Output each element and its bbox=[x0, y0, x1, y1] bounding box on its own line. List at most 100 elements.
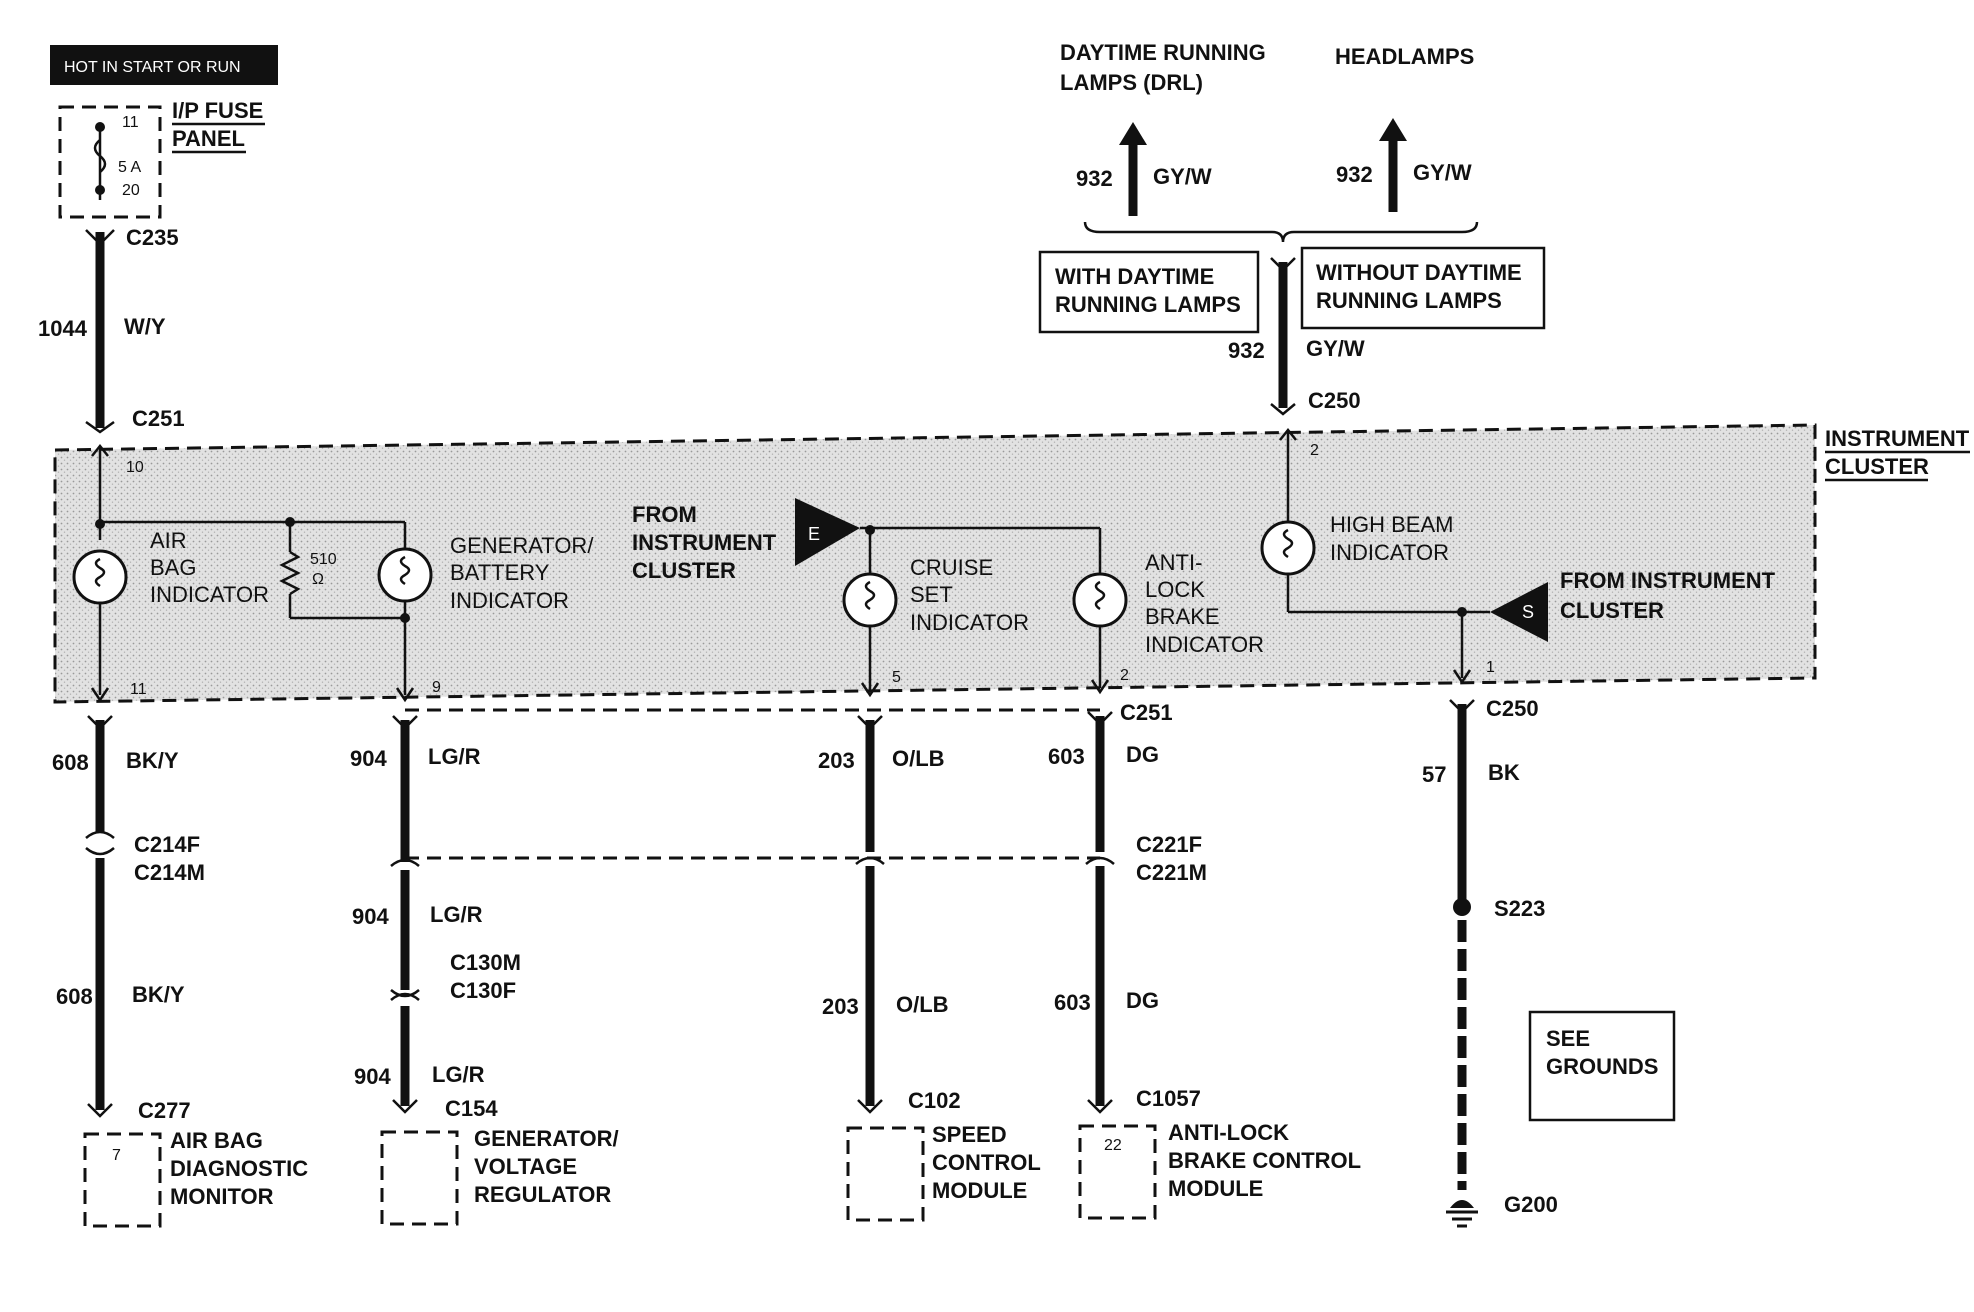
pin-2-bottom: 2 bbox=[1120, 667, 1129, 684]
wire-608-lower-color: BK/Y bbox=[132, 982, 185, 1007]
wire-904-upper-color: LG/R bbox=[428, 744, 481, 769]
abs-label-2: LOCK bbox=[1145, 577, 1205, 602]
anti-lock-brake-control-module: 22 ANTI-LOCK BRAKE CONTROL MODULE bbox=[1078, 1120, 1361, 1220]
without-drl-line-1: WITHOUT DAYTIME bbox=[1316, 260, 1522, 285]
headlamps-label: HEADLAMPS bbox=[1335, 44, 1474, 69]
c102-label: C102 bbox=[908, 1088, 961, 1113]
wire-932-main: 932 GY/W C250 bbox=[1228, 257, 1365, 416]
generator-module-3: REGULATOR bbox=[474, 1182, 611, 1207]
speed-module-2: CONTROL bbox=[932, 1150, 1041, 1175]
pin-1: 1 bbox=[1486, 659, 1495, 676]
generator-module-2: VOLTAGE bbox=[474, 1154, 577, 1179]
fuse-rating: 5 A bbox=[118, 159, 141, 176]
abs-module-3: MODULE bbox=[1168, 1176, 1263, 1201]
cruise-label-1: CRUISE bbox=[910, 555, 993, 580]
wire-603-lower-color: DG bbox=[1126, 988, 1159, 1013]
wire-932-headlamp-color: GY/W bbox=[1413, 160, 1472, 185]
hot-label: HOT IN START OR RUN bbox=[64, 59, 241, 76]
generator-label-3: INDICATOR bbox=[450, 588, 569, 613]
pin-9: 9 bbox=[432, 679, 441, 696]
wire-1044-circuit: 1044 bbox=[38, 316, 88, 341]
speed-module-3: MODULE bbox=[932, 1178, 1027, 1203]
c221m-label: C221M bbox=[1136, 860, 1207, 885]
wire-603-upper-color: DG bbox=[1126, 742, 1159, 767]
air-bag-module-1: AIR BAG bbox=[170, 1128, 263, 1153]
wire-932-drl-circuit: 932 bbox=[1076, 166, 1113, 191]
fuse-panel: 11 5 A 20 I/P FUSE PANEL bbox=[58, 98, 265, 219]
c214f-label: C214F bbox=[134, 832, 200, 857]
c130m-label: C130M bbox=[450, 950, 521, 975]
wire-904-middle-circuit: 904 bbox=[352, 904, 389, 929]
generator-module-1: GENERATOR/ bbox=[474, 1126, 619, 1151]
g200-label: G200 bbox=[1504, 1192, 1558, 1217]
wire-904-upper-circuit: 904 bbox=[350, 746, 387, 771]
see-grounds-box: SEE GROUNDS bbox=[1528, 1010, 1676, 1122]
wire-603: C251 603 DG C221F C221M 603 DG C1057 bbox=[1048, 700, 1207, 1114]
option-with-drl: WITH DAYTIME RUNNING LAMPS bbox=[1038, 250, 1260, 334]
splice-s223 bbox=[1453, 898, 1471, 916]
without-drl-line-2: RUNNING LAMPS bbox=[1316, 288, 1502, 313]
wire-608-lower-circuit: 608 bbox=[56, 984, 93, 1009]
wire-1044-color: W/Y bbox=[124, 314, 166, 339]
generator-label-2: BATTERY bbox=[450, 560, 550, 585]
wire-57-color: BK bbox=[1488, 760, 1520, 785]
air-bag-label-1: AIR bbox=[150, 528, 187, 553]
wire-203-upper-circuit: 203 bbox=[818, 748, 855, 773]
speed-module-1: SPEED bbox=[932, 1122, 1007, 1147]
abs-label-1: ANTI- bbox=[1145, 550, 1202, 575]
wire-57-circuit: 57 bbox=[1422, 762, 1446, 787]
from-cluster-s-2: CLUSTER bbox=[1560, 598, 1664, 623]
c235-label: C235 bbox=[126, 225, 179, 250]
air-bag-diagnostic-monitor: 7 AIR BAG DIAGNOSTIC MONITOR bbox=[83, 1128, 308, 1228]
wire-932-drl-color: GY/W bbox=[1153, 164, 1212, 189]
wire-932-main-circuit: 932 bbox=[1228, 338, 1265, 363]
pin-10: 10 bbox=[126, 459, 144, 476]
abs-label-4: INDICATOR bbox=[1145, 632, 1264, 657]
s-flag-letter: S bbox=[1522, 602, 1534, 622]
with-drl-line-2: RUNNING LAMPS bbox=[1055, 292, 1241, 317]
resistor-value: 510 bbox=[310, 551, 337, 568]
from-cluster-e-1: FROM bbox=[632, 502, 697, 527]
c250-top-label: C250 bbox=[1308, 388, 1361, 413]
wire-603-upper-circuit: 603 bbox=[1048, 744, 1085, 769]
generator-label-1: GENERATOR/ bbox=[450, 533, 594, 558]
wire-203: 203 O/LB 203 O/LB C102 bbox=[818, 715, 961, 1114]
c154-label: C154 bbox=[445, 1096, 498, 1121]
wire-608-upper-circuit: 608 bbox=[52, 750, 89, 775]
drl-label-2: LAMPS (DRL) bbox=[1060, 70, 1203, 95]
connector-outlines bbox=[405, 708, 1100, 860]
drl-label-1: DAYTIME RUNNING bbox=[1060, 40, 1266, 65]
resistor-symbol bbox=[279, 550, 301, 596]
wire-904-lower-circuit: 904 bbox=[354, 1064, 391, 1089]
pin-2-top: 2 bbox=[1310, 442, 1319, 459]
generator-voltage-regulator: GENERATOR/ VOLTAGE REGULATOR bbox=[380, 1126, 619, 1226]
abs-module-2: BRAKE CONTROL bbox=[1168, 1148, 1361, 1173]
fuse-top-number: 11 bbox=[122, 114, 139, 131]
power-source-header: HOT IN START OR RUN bbox=[50, 45, 278, 85]
s-flag-icon bbox=[1490, 582, 1548, 642]
wire-203-upper-color: O/LB bbox=[892, 746, 945, 771]
fuse-panel-title-2: PANEL bbox=[172, 126, 245, 151]
option-without-drl: WITHOUT DAYTIME RUNNING LAMPS bbox=[1300, 246, 1546, 330]
s223-label: S223 bbox=[1494, 896, 1545, 921]
c130f-label: C130F bbox=[450, 978, 516, 1003]
fuse-bottom-number: 20 bbox=[122, 182, 140, 199]
pin-11: 11 bbox=[130, 681, 147, 698]
instrument-cluster: INSTRUMENT CLUSTER 10 AIR BAG INDICATOR … bbox=[53, 423, 1970, 704]
high-beam-label-1: HIGH BEAM bbox=[1330, 512, 1453, 537]
e-flag-letter: E bbox=[808, 524, 820, 544]
wire-904-middle-color: LG/R bbox=[430, 902, 483, 927]
wire-608: 608 BK/Y C214F C214M 608 BK/Y C277 bbox=[52, 715, 205, 1123]
wire-203-lower-color: O/LB bbox=[896, 992, 949, 1017]
top-destinations: DAYTIME RUNNING LAMPS (DRL) HEADLAMPS 93… bbox=[1060, 40, 1479, 243]
wire-932-headlamp-circuit: 932 bbox=[1336, 162, 1373, 187]
air-bag-module-pin: 7 bbox=[112, 1147, 121, 1164]
from-cluster-s-1: FROM INSTRUMENT bbox=[1560, 568, 1776, 593]
c214m-label: C214M bbox=[134, 860, 205, 885]
see-grounds-line-1: SEE bbox=[1546, 1026, 1590, 1051]
e-flag-icon bbox=[795, 498, 860, 566]
c251-top-label: C251 bbox=[132, 406, 185, 431]
air-bag-label-2: BAG bbox=[150, 555, 196, 580]
wire-1044: C235 1044 W/Y C251 bbox=[38, 225, 185, 434]
